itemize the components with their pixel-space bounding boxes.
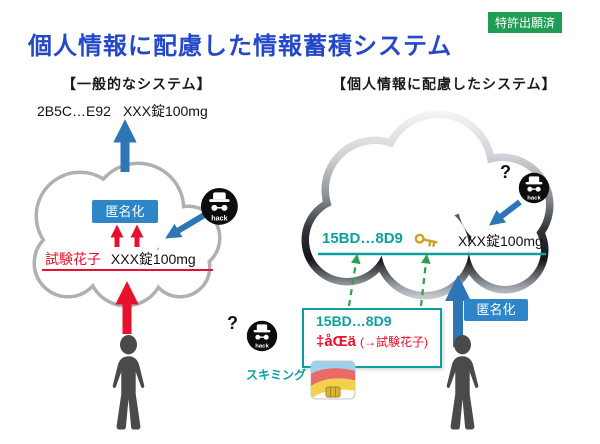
skimmed-id: 15BD…8D9 — [316, 313, 392, 329]
question-mark-icon: ? — [500, 162, 511, 182]
generic-output-med: XXX錠100mg — [122, 103, 208, 119]
anonymize-box-left: 匿名化 — [92, 200, 158, 223]
stored-anonymous-id: 15BD…8D9 — [322, 230, 403, 247]
patient-figure-right — [446, 334, 479, 430]
credit-card-icon — [310, 360, 356, 400]
skim-link-arrow-2 — [419, 253, 431, 307]
anonymize-box-right: 匿名化 — [464, 299, 528, 321]
garbled-name-note: (→試験花子) — [360, 335, 429, 349]
patient-name: 試験花子 — [45, 251, 101, 267]
hack-attack-arrow-right — [488, 199, 522, 226]
page-title: 個人情報に配慮した情報蓄積システム — [28, 33, 453, 60]
stored-med: XXX錠100mg — [458, 233, 543, 249]
key-icon — [414, 233, 438, 247]
patient-med: XXX錠100mg — [110, 251, 196, 267]
question-mark-icon: ? — [227, 313, 238, 333]
patient-figure-left — [112, 334, 145, 430]
generic-system-cloud — [32, 161, 222, 308]
garbled-name: ‡åŒä — [316, 333, 357, 350]
secure-system-heading: 【個人情報に配慮したシステム】 — [332, 76, 557, 92]
raw-record-row: 試験花子 XXX錠100mg — [45, 249, 196, 269]
secure-system-cloud — [301, 110, 554, 300]
hack-attack-arrow-left — [165, 211, 208, 239]
generic-output-record: 2B5C…E92 XXX錠100mg — [37, 101, 208, 121]
hack-icon — [246, 320, 278, 352]
generic-output-id: 2B5C…E92 — [37, 103, 111, 119]
skim-link-arrow-1 — [347, 253, 361, 307]
skimmed-data-box: 15BD…8D9 ‡åŒä(→試験花子) — [302, 308, 442, 368]
hack-icon — [518, 172, 550, 204]
generic-system-heading: 【一般的なシステム】 — [62, 76, 212, 92]
hack-icon — [200, 187, 238, 225]
skimming-label: スキミング — [246, 368, 307, 382]
patent-badge: 特許出願済 — [488, 12, 563, 33]
